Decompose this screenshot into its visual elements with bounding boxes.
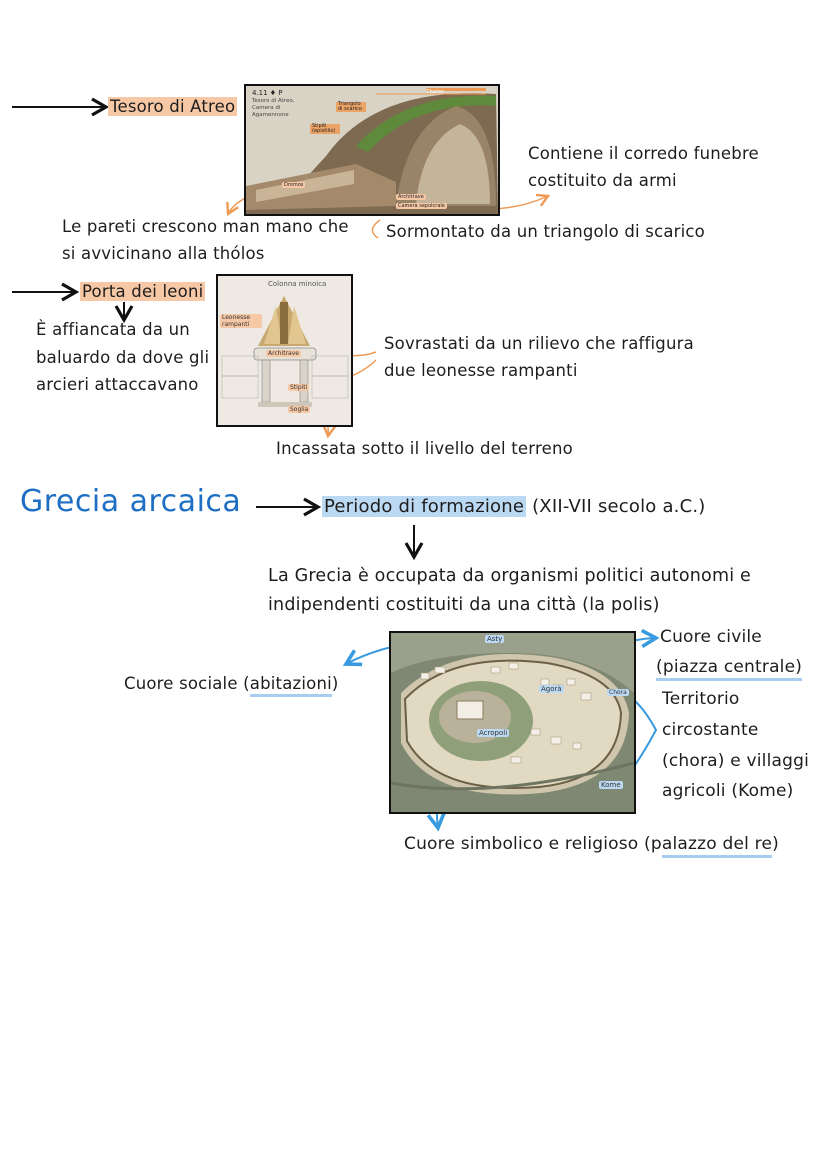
pareti-line1: Le pareti crescono man mano che: [62, 217, 349, 236]
territorio-line4: agricoli (Kome): [662, 781, 794, 801]
affiancata-line1: È affiancata da un: [36, 320, 190, 339]
porta-label: Porta dei leoni: [80, 282, 206, 301]
piazza-centrale: (piazza centrale): [656, 654, 803, 681]
grecia-line1: La Grecia è occupata da organismi politi…: [268, 566, 751, 586]
cuore-civile: Cuore civile: [660, 627, 762, 647]
periodo-line: Periodo di formazione (XII-VII secolo a.…: [322, 493, 706, 520]
secolo-label: (XII-VII secolo a.C.): [532, 496, 706, 517]
sovrastati-line1: Sovrastati da un rilievo che raffigura: [384, 334, 694, 353]
section-title: Grecia arcaica: [20, 484, 242, 519]
porta-photo: Colonna minoica Leonesse rampanti Archit…: [216, 274, 353, 427]
arrow-sormontato: [371, 219, 381, 239]
grecia-line2: indipendenti costituiti da una città (la…: [268, 595, 660, 615]
affiancata-line3: arcieri attaccavano: [36, 375, 199, 394]
territorio-line1: Territorio: [662, 689, 740, 709]
territorio-line2: circostante: [662, 720, 759, 740]
cuore-simbolico: Cuore simbolico e religioso (palazzo del…: [404, 831, 779, 858]
tesoro-label: Tesoro di Atreo: [108, 97, 238, 116]
incassata-text: Incassata sotto il livello del terreno: [276, 439, 573, 458]
periodo-label: Periodo di formazione: [322, 496, 527, 517]
contiene-line2: costituito da armi: [528, 171, 677, 190]
sovrastati-line2: due leonesse rampanti: [384, 361, 578, 380]
territorio-line3: (chora) e villaggi: [662, 751, 810, 771]
tesoro-drawing: [246, 86, 498, 214]
pareti-line2: si avvicinano alla thólos: [62, 244, 265, 263]
cuore-sociale: Cuore sociale (abitazioni): [124, 670, 339, 697]
tesoro-diagram: 4.11 ♦ P Tesoro di Atreo, Camera di Agam…: [244, 84, 500, 216]
sormontato-text: Sormontato da un triangolo di scarico: [386, 222, 705, 241]
polis-drawing: [391, 633, 634, 812]
contiene-line1: Contiene il corredo funebre: [528, 144, 759, 163]
polis-map: Asty Agorà Chora Acropoli Kome: [389, 631, 636, 814]
affiancata-line2: baluardo da dove gli: [36, 348, 210, 367]
